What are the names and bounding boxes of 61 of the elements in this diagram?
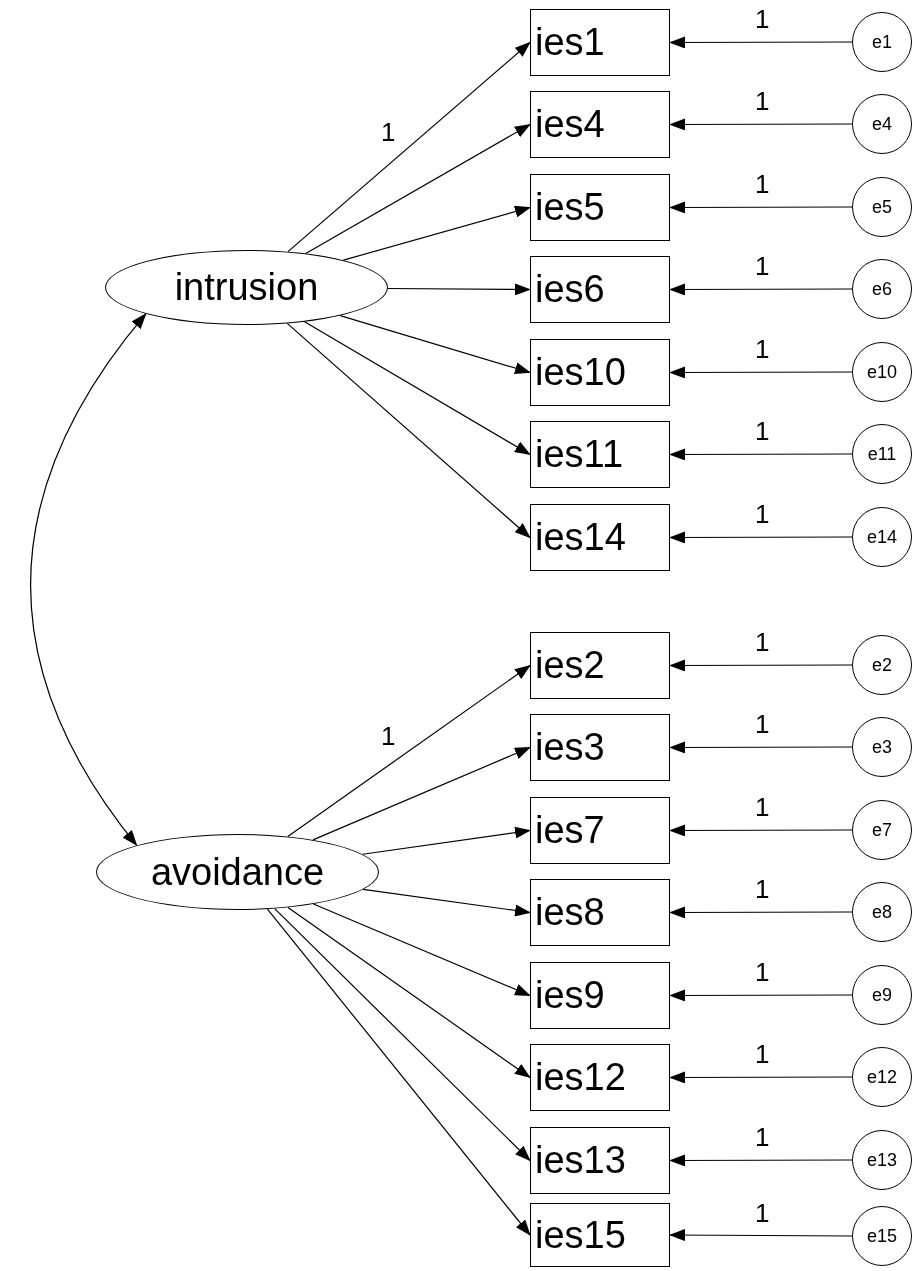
error-term-circle: e12 (852, 1047, 912, 1107)
arrow (669, 906, 853, 919)
arrow (287, 664, 531, 838)
error-term-circle: e5 (852, 177, 912, 237)
error-term-circle: e3 (852, 717, 912, 777)
error-term-circle: e2 (852, 635, 912, 695)
arrow (669, 531, 853, 544)
error-term-circle: e10 (852, 342, 912, 402)
arrow (303, 321, 531, 456)
observed-variable-box: ies14 (530, 504, 670, 571)
arrow (669, 283, 853, 296)
arrow (669, 1071, 853, 1084)
observed-variable-box: ies12 (530, 1044, 670, 1111)
observed-variable-box: ies1 (530, 9, 670, 76)
observed-variable-box: ies2 (530, 632, 670, 699)
arrow (266, 908, 531, 1236)
arrow (362, 888, 531, 917)
observed-variable-box: ies11 (530, 421, 670, 488)
error-term-circle: e14 (852, 507, 912, 567)
covariance-arrow (30, 313, 147, 847)
observed-variable-box: ies13 (530, 1127, 670, 1194)
error-term-circle: e9 (852, 965, 912, 1025)
arrow (669, 36, 853, 49)
arrow (669, 659, 853, 672)
observed-variable-box: ies6 (530, 256, 670, 323)
error-term-circle: e4 (852, 94, 912, 154)
observed-variable-box: ies10 (530, 339, 670, 406)
observed-variable-box: ies3 (530, 714, 670, 781)
error-term-circle: e8 (852, 882, 912, 942)
arrow (312, 903, 531, 997)
observed-variable-box: ies8 (530, 879, 670, 946)
arrow (669, 366, 853, 379)
error-term-circle: e7 (852, 800, 912, 860)
arrow (669, 824, 853, 837)
error-term-circle: e13 (852, 1130, 912, 1190)
arrow (342, 205, 531, 261)
observed-variable-box: ies5 (530, 174, 670, 241)
error-term-circle: e11 (852, 424, 912, 484)
observed-variable-box: ies7 (530, 797, 670, 864)
arrow (339, 315, 531, 374)
latent-variable-ellipse: avoidance (96, 834, 379, 910)
arrow (669, 1229, 853, 1242)
error-term-circle: e15 (852, 1206, 912, 1266)
arrow (305, 123, 531, 255)
error-term-circle: e6 (852, 259, 912, 319)
arrow (362, 826, 531, 855)
error-term-circle: e1 (852, 12, 912, 72)
observed-variable-box: ies4 (530, 91, 670, 158)
arrow (387, 283, 531, 296)
arrow (669, 448, 853, 461)
arrow (274, 908, 531, 1162)
arrow (669, 741, 853, 754)
observed-variable-box: ies15 (530, 1203, 670, 1267)
arrow (669, 118, 853, 131)
arrow (669, 201, 853, 214)
arrow (287, 906, 531, 1079)
latent-variable-ellipse: intrusion (105, 250, 388, 325)
observed-variable-box: ies9 (530, 962, 670, 1029)
arrow (669, 1154, 853, 1167)
arrow (669, 989, 853, 1002)
arrow (312, 746, 531, 841)
